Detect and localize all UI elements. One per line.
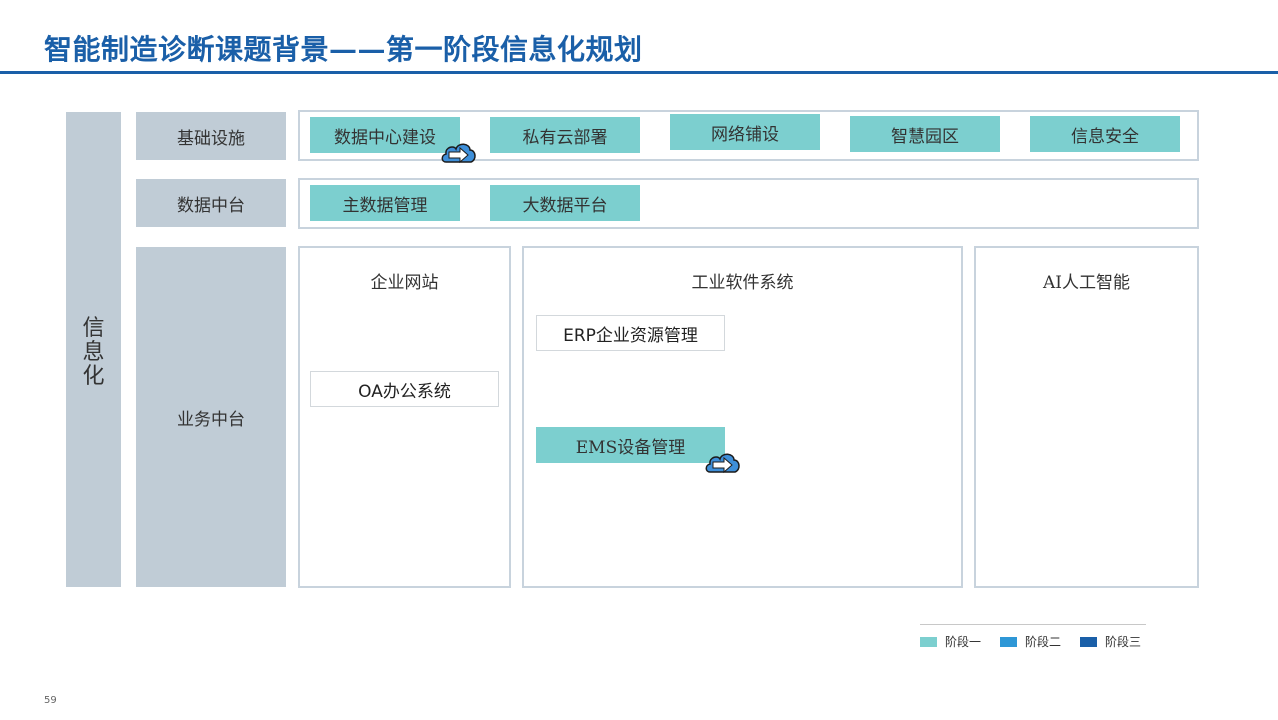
chip-data-center: 数据中心建设 xyxy=(310,117,460,153)
website-column xyxy=(298,246,511,588)
legend-swatch-phase-3 xyxy=(1080,636,1097,647)
chip-erp: ERP企业资源管理 xyxy=(536,315,725,351)
row-label-data-platform: 数据中台 xyxy=(136,179,286,227)
chip-master-data: 主数据管理 xyxy=(310,185,460,221)
chip-oa-system: OA办公系统 xyxy=(310,371,499,407)
legend-phase-2: 阶段二 xyxy=(1000,633,1061,650)
cloud-arrow-icon xyxy=(441,143,476,164)
legend-label-phase-1: 阶段一 xyxy=(945,635,982,649)
chip-info-security: 信息安全 xyxy=(1030,116,1180,152)
chip-big-data: 大数据平台 xyxy=(490,185,640,221)
legend-phase-3: 阶段三 xyxy=(1080,633,1141,650)
legend-label-phase-2: 阶段二 xyxy=(1025,635,1062,649)
website-title: 企业网站 xyxy=(370,273,439,293)
row-label-business-platform: 业务中台 xyxy=(136,247,286,587)
cloud-arrow-icon xyxy=(705,453,740,474)
chip-private-cloud: 私有云部署 xyxy=(490,117,640,153)
chip-ems: EMS设备管理 xyxy=(536,427,725,463)
legend-divider xyxy=(920,624,1146,625)
row-label-infrastructure: 基础设施 xyxy=(136,112,286,160)
informatization-bar: 信 息 化 xyxy=(66,112,121,587)
industrial-software-title: 工业软件系统 xyxy=(691,273,794,293)
legend-swatch-phase-1 xyxy=(920,636,937,647)
chip-smart-park: 智慧园区 xyxy=(850,116,1000,152)
legend-phase-1: 阶段一 xyxy=(920,633,981,650)
industrial-software-column xyxy=(522,246,963,588)
legend-swatch-phase-2 xyxy=(1000,636,1017,647)
informatization-label: 信 息 化 xyxy=(82,316,105,389)
ai-title: AI人工智能 xyxy=(1043,273,1130,293)
title-divider xyxy=(0,71,1278,74)
chip-network: 网络铺设 xyxy=(670,114,820,150)
page-title: 智能制造诊断课题背景——第一阶段信息化规划 xyxy=(44,33,643,66)
legend-label-phase-3: 阶段三 xyxy=(1105,635,1142,649)
page-number: 59 xyxy=(44,695,57,706)
ai-column xyxy=(974,246,1199,588)
